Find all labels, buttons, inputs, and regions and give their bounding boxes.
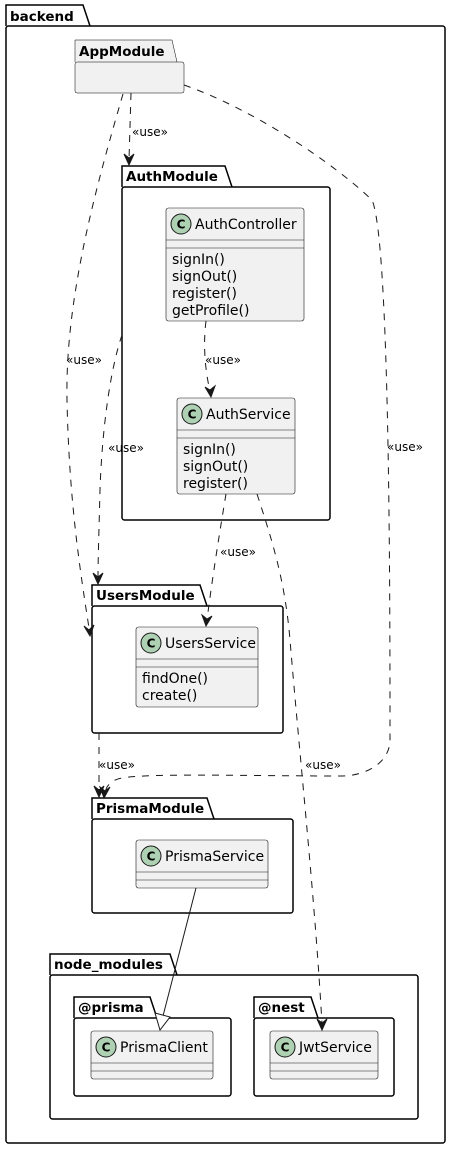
class-stereotype-icon (170, 213, 192, 235)
package-prisma-scope-title: @prisma (78, 1000, 144, 1016)
method-get-profile: getProfile() (172, 303, 249, 319)
package-nest-scope-title: @nest (258, 1000, 305, 1016)
method-signin: signIn() (172, 252, 225, 268)
class-prisma-client: C PrismaClient (90, 1030, 214, 1080)
package-backend-title: backend (10, 9, 74, 25)
package-app-module-title: AppModule (79, 44, 165, 60)
class-auth-controller-name: AuthController (195, 217, 297, 233)
class-stereotype-letter: C (281, 1041, 290, 1055)
class-prisma-service: C PrismaService (135, 839, 269, 889)
edge-auth-to-users: «use» (92, 334, 144, 586)
edge-label: «use» (205, 353, 241, 367)
edge-users-to-prisma: «use» (93, 733, 135, 799)
method-register: register() (172, 286, 237, 302)
edge-label: «use» (99, 758, 135, 772)
class-prisma-client-name: PrismaClient (120, 1040, 208, 1056)
edge-label: «use» (220, 545, 256, 559)
class-stereotype-letter: C (102, 1041, 111, 1055)
method-signin: signIn() (183, 442, 236, 458)
method-register: register() (183, 476, 248, 492)
method-signout: signOut() (172, 269, 237, 285)
class-users-service: C UsersService findOne() create() (135, 626, 259, 708)
package-auth-module-title: AuthModule (126, 169, 218, 185)
class-stereotype-icon (140, 632, 162, 654)
class-auth-service: C AuthService signIn() signOut() registe… (176, 397, 296, 495)
method-signout: signOut() (183, 459, 248, 475)
edge-app-to-users: «use» (66, 93, 124, 638)
class-jwt-service-name: JwtService (298, 1040, 372, 1056)
class-stereotype-letter: C (147, 850, 156, 864)
edge-prismaservice-extends-prismaclient (154, 887, 197, 1032)
class-stereotype-letter: C (177, 218, 186, 232)
edge-label: «use» (132, 125, 168, 139)
edge-authservice-to-jwt: «use» (256, 493, 341, 1032)
edge-label: «use» (66, 353, 102, 367)
edge-controller-to-service: «use» (204, 320, 241, 399)
class-jwt-service: C JwtService (269, 1030, 379, 1080)
method-find-one: findOne() (142, 671, 208, 687)
edge-label: «use» (108, 441, 144, 455)
edge-app-to-auth: «use» (123, 92, 168, 167)
edge-label: «use» (305, 758, 341, 772)
class-auth-service-name: AuthService (206, 407, 291, 423)
edge-label: «use» (387, 440, 423, 454)
class-auth-controller: C AuthController signIn() signOut() regi… (165, 207, 305, 322)
method-create: create() (142, 688, 197, 704)
package-users-module-title: UsersModule (96, 588, 195, 604)
class-stereotype-letter: C (147, 637, 156, 651)
class-stereotype-icon (274, 1036, 296, 1058)
package-node-modules-title: node_modules (54, 957, 163, 973)
edge-authservice-to-usersservice: «use» (200, 493, 256, 628)
class-stereotype-letter: C (188, 408, 197, 422)
class-prisma-service-name: PrismaService (165, 849, 264, 865)
class-stereotype-icon (181, 403, 203, 425)
package-prisma-module-title: PrismaModule (96, 801, 204, 817)
package-app-module: AppModule (74, 39, 185, 94)
class-stereotype-icon (95, 1036, 117, 1058)
class-users-service-name: UsersService (165, 636, 256, 652)
class-stereotype-icon (140, 845, 162, 867)
